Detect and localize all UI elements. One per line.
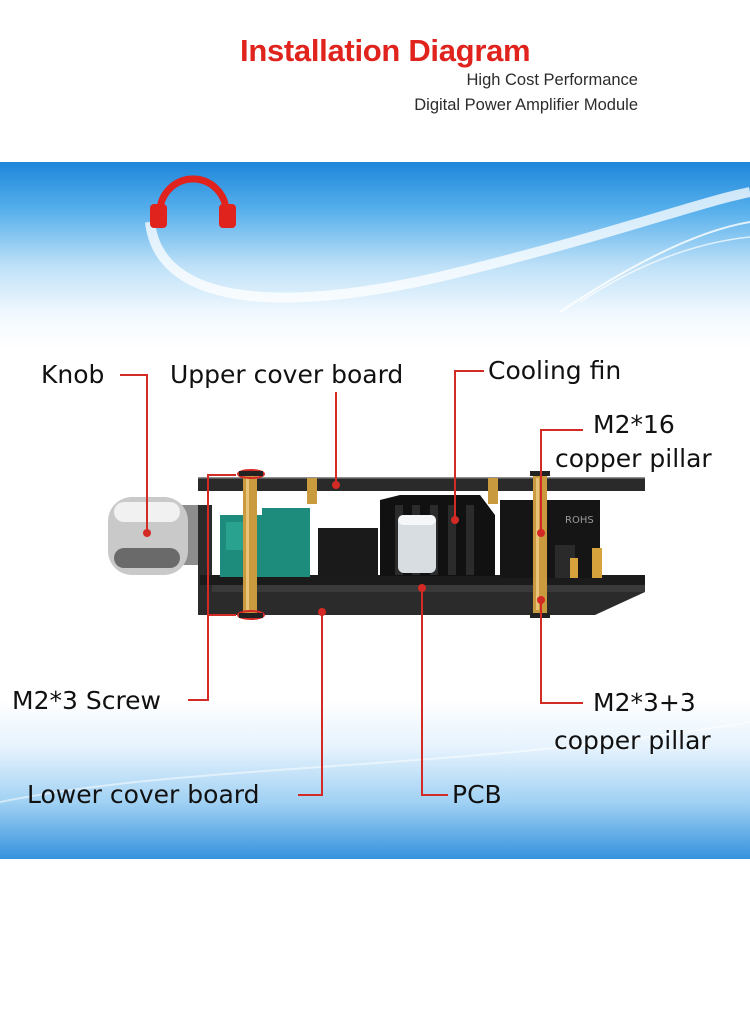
label-knob: Knob: [41, 360, 105, 389]
pcb-leader: [421, 588, 448, 796]
leader-lines: [120, 370, 583, 796]
banner-swoosh: [0, 187, 750, 803]
label-lower-cover-board: Lower cover board: [27, 780, 260, 809]
audio-jack: ROHS: [500, 500, 602, 578]
knob-leader: [120, 374, 148, 533]
m2x16-leader: [540, 429, 583, 533]
label-m2x3x3: M2*3+3: [593, 688, 696, 717]
label-cooling-fin: Cooling fin: [488, 356, 622, 385]
label-pcb: PCB: [452, 780, 502, 809]
copper-pillars: [243, 474, 547, 614]
pcb: [200, 575, 645, 585]
subtitle-line-2: Digital Power Amplifier Module: [414, 96, 638, 114]
subtitle-line-1: High Cost Performance: [466, 71, 639, 89]
label-m2x16: M2*16: [593, 410, 675, 439]
capacitor: [398, 515, 436, 573]
label-m2x16-copper-pillar: copper pillar: [555, 444, 712, 473]
m2x3-screw-leader-top: [188, 474, 236, 701]
label-m2x3-screw: M2*3 Screw: [12, 686, 161, 715]
upper-cover-board: [198, 477, 645, 491]
leader-dots: [143, 481, 545, 616]
headphones-icon: [150, 175, 236, 228]
lower-cover-leader: [298, 612, 323, 796]
knob: [108, 497, 210, 575]
label-upper-cover-board: Upper cover board: [170, 360, 404, 389]
rohs-marking: ROHS: [565, 515, 594, 526]
cooling-fin-leader: [454, 370, 484, 520]
inductors: [220, 508, 310, 577]
diagram-title: Installation Diagram: [240, 33, 531, 68]
label-m2x3x3-copper-pillar: copper pillar: [554, 726, 711, 755]
m2x3x3-leader: [540, 600, 583, 704]
